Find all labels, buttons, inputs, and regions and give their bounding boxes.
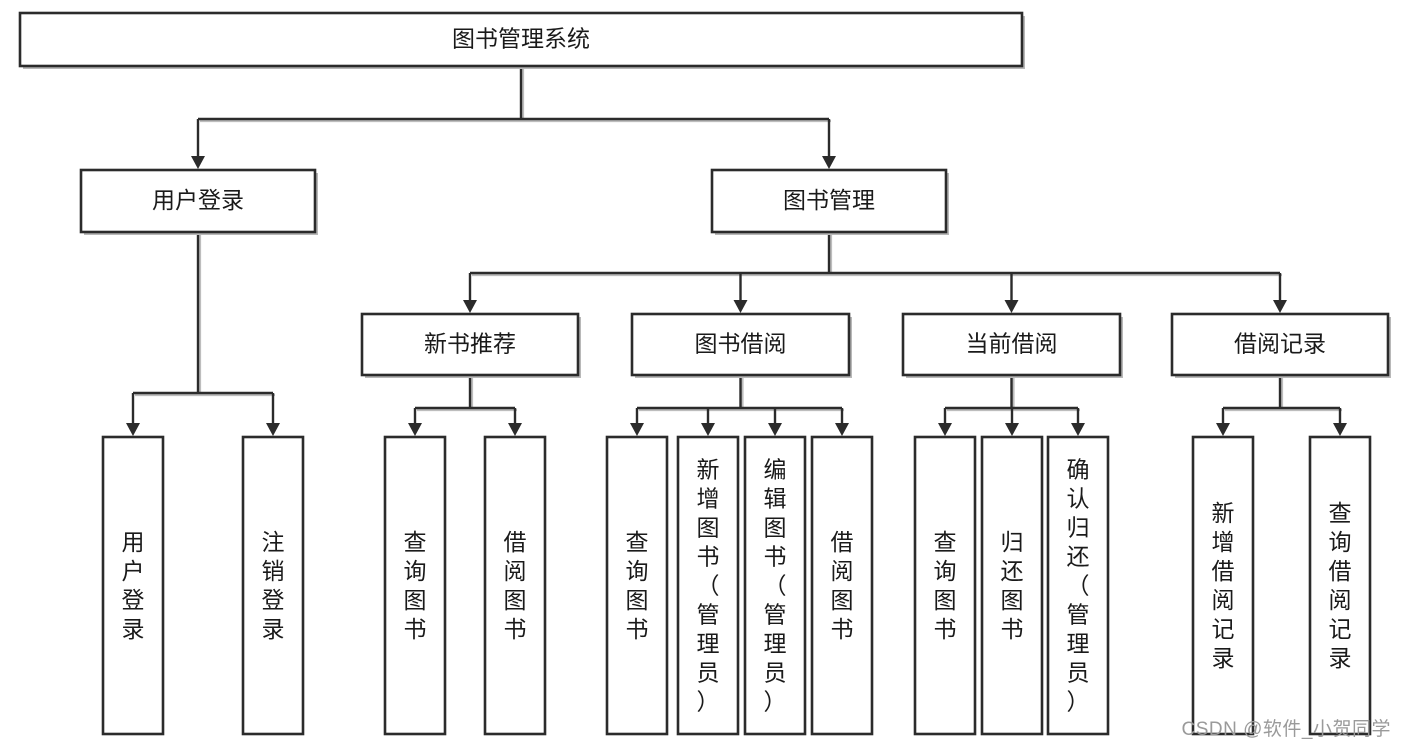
- node-leaf-br-add[interactable]: 新增借阅记录: [1191, 435, 1255, 736]
- arrow-head-icon: [701, 423, 715, 436]
- node-label: 确认归还（管理员）: [1067, 457, 1090, 715]
- arrow-head-icon: [835, 423, 849, 436]
- connector-group-new-book-rec: [408, 375, 522, 436]
- node-box[interactable]: [383, 435, 447, 736]
- node-label: 借阅图书: [504, 529, 527, 642]
- connector-layer: [126, 66, 1347, 436]
- node-label: 编辑图书（管理员）: [764, 457, 787, 715]
- node-label: 查询图书: [934, 529, 957, 642]
- node-box[interactable]: [710, 168, 948, 234]
- node-box[interactable]: [1170, 312, 1390, 377]
- node-leaf-user-logout[interactable]: 注销登录: [241, 435, 305, 736]
- node-box[interactable]: [241, 435, 305, 736]
- connector-group-book-borrow: [630, 375, 849, 436]
- node-label: 当前借阅: [966, 331, 1058, 357]
- node-label: 查询图书: [626, 529, 649, 642]
- node-label: 查询借阅记录: [1329, 500, 1352, 671]
- connector-group-book-manage: [463, 232, 1287, 313]
- node-leaf-br-query[interactable]: 查询借阅记录: [1308, 435, 1372, 736]
- node-label: 借阅记录: [1234, 331, 1326, 357]
- node-leaf-bb-borrow[interactable]: 借阅图书: [810, 435, 874, 736]
- arrow-head-icon: [1273, 300, 1287, 313]
- node-box[interactable]: [1191, 435, 1255, 736]
- node-label: 图书管理系统: [452, 26, 590, 52]
- arrow-head-icon: [1333, 423, 1347, 436]
- node-label: 新增图书（管理员）: [697, 457, 720, 715]
- node-box[interactable]: [483, 435, 547, 736]
- node-box[interactable]: [630, 312, 851, 377]
- arrow-head-icon: [1071, 423, 1085, 436]
- node-leaf-cb-return[interactable]: 归还图书: [980, 435, 1044, 736]
- node-box[interactable]: [980, 435, 1044, 736]
- node-label: 图书管理: [783, 187, 875, 213]
- arrow-head-icon: [630, 423, 644, 436]
- node-label: 用户登录: [152, 187, 244, 213]
- node-leaf-bb-query[interactable]: 查询图书: [605, 435, 669, 736]
- node-leaf-bb-edit[interactable]: 编辑图书（管理员）: [743, 435, 807, 736]
- arrow-head-icon: [408, 423, 422, 436]
- arrow-head-icon: [1004, 300, 1019, 313]
- node-leaf-rec-query[interactable]: 查询图书: [383, 435, 447, 736]
- node-book-borrow[interactable]: 图书借阅: [630, 312, 852, 378]
- watermark-text: CSDN @软件_小贺同学: [1181, 719, 1391, 740]
- arrow-head-icon: [463, 300, 477, 313]
- node-label: 新增借阅记录: [1212, 500, 1235, 671]
- arrow-head-icon: [733, 300, 748, 313]
- node-borrow-record[interactable]: 借阅记录: [1170, 312, 1391, 378]
- node-box[interactable]: [360, 312, 580, 377]
- node-current-borrow[interactable]: 当前借阅: [901, 312, 1123, 378]
- arrow-head-icon: [1005, 423, 1019, 436]
- arrow-head-icon: [768, 423, 782, 436]
- node-box[interactable]: [1308, 435, 1372, 736]
- arrow-head-icon: [508, 423, 522, 436]
- arrow-head-icon: [1216, 423, 1230, 436]
- connector-group-root: [191, 66, 836, 169]
- node-leaf-user-login[interactable]: 用户登录: [101, 435, 165, 736]
- arrow-head-icon: [938, 423, 952, 436]
- arrow-head-icon: [822, 156, 836, 169]
- node-label: 归还图书: [1001, 529, 1024, 642]
- node-box[interactable]: [676, 435, 740, 736]
- node-leaf-bb-add[interactable]: 新增图书（管理员）: [676, 435, 740, 736]
- node-root[interactable]: 图书管理系统: [18, 11, 1025, 69]
- node-leaf-cb-confirm[interactable]: 确认归还（管理员）: [1046, 435, 1110, 736]
- node-box[interactable]: [810, 435, 874, 736]
- node-label: 借阅图书: [831, 529, 854, 642]
- node-box[interactable]: [1046, 435, 1110, 736]
- node-leaf-cb-query[interactable]: 查询图书: [913, 435, 977, 736]
- connector-group-borrow-record: [1216, 375, 1347, 436]
- arrow-head-icon: [126, 423, 140, 436]
- node-leaf-rec-borrow[interactable]: 借阅图书: [483, 435, 547, 736]
- node-box[interactable]: [79, 168, 317, 234]
- node-box[interactable]: [913, 435, 977, 736]
- connector-group-current-borrow: [938, 375, 1085, 436]
- node-box[interactable]: [743, 435, 807, 736]
- node-box[interactable]: [101, 435, 165, 736]
- node-layer: 图书管理系统用户登录图书管理新书推荐图书借阅当前借阅借阅记录用户登录注销登录查询…: [18, 11, 1391, 736]
- node-new-book-rec[interactable]: 新书推荐: [360, 312, 581, 378]
- arrow-head-icon: [266, 423, 280, 436]
- node-box[interactable]: [605, 435, 669, 736]
- arrow-head-icon: [191, 156, 205, 169]
- node-label: 查询图书: [404, 529, 427, 642]
- node-label: 新书推荐: [424, 331, 516, 357]
- node-user-login[interactable]: 用户登录: [79, 168, 318, 235]
- connector-group-user-login: [126, 232, 280, 436]
- node-label: 注销登录: [262, 529, 285, 642]
- node-box[interactable]: [18, 11, 1024, 68]
- node-label: 图书借阅: [695, 331, 787, 357]
- node-label: 用户登录: [122, 529, 145, 642]
- node-book-manage[interactable]: 图书管理: [710, 168, 949, 235]
- node-box[interactable]: [901, 312, 1122, 377]
